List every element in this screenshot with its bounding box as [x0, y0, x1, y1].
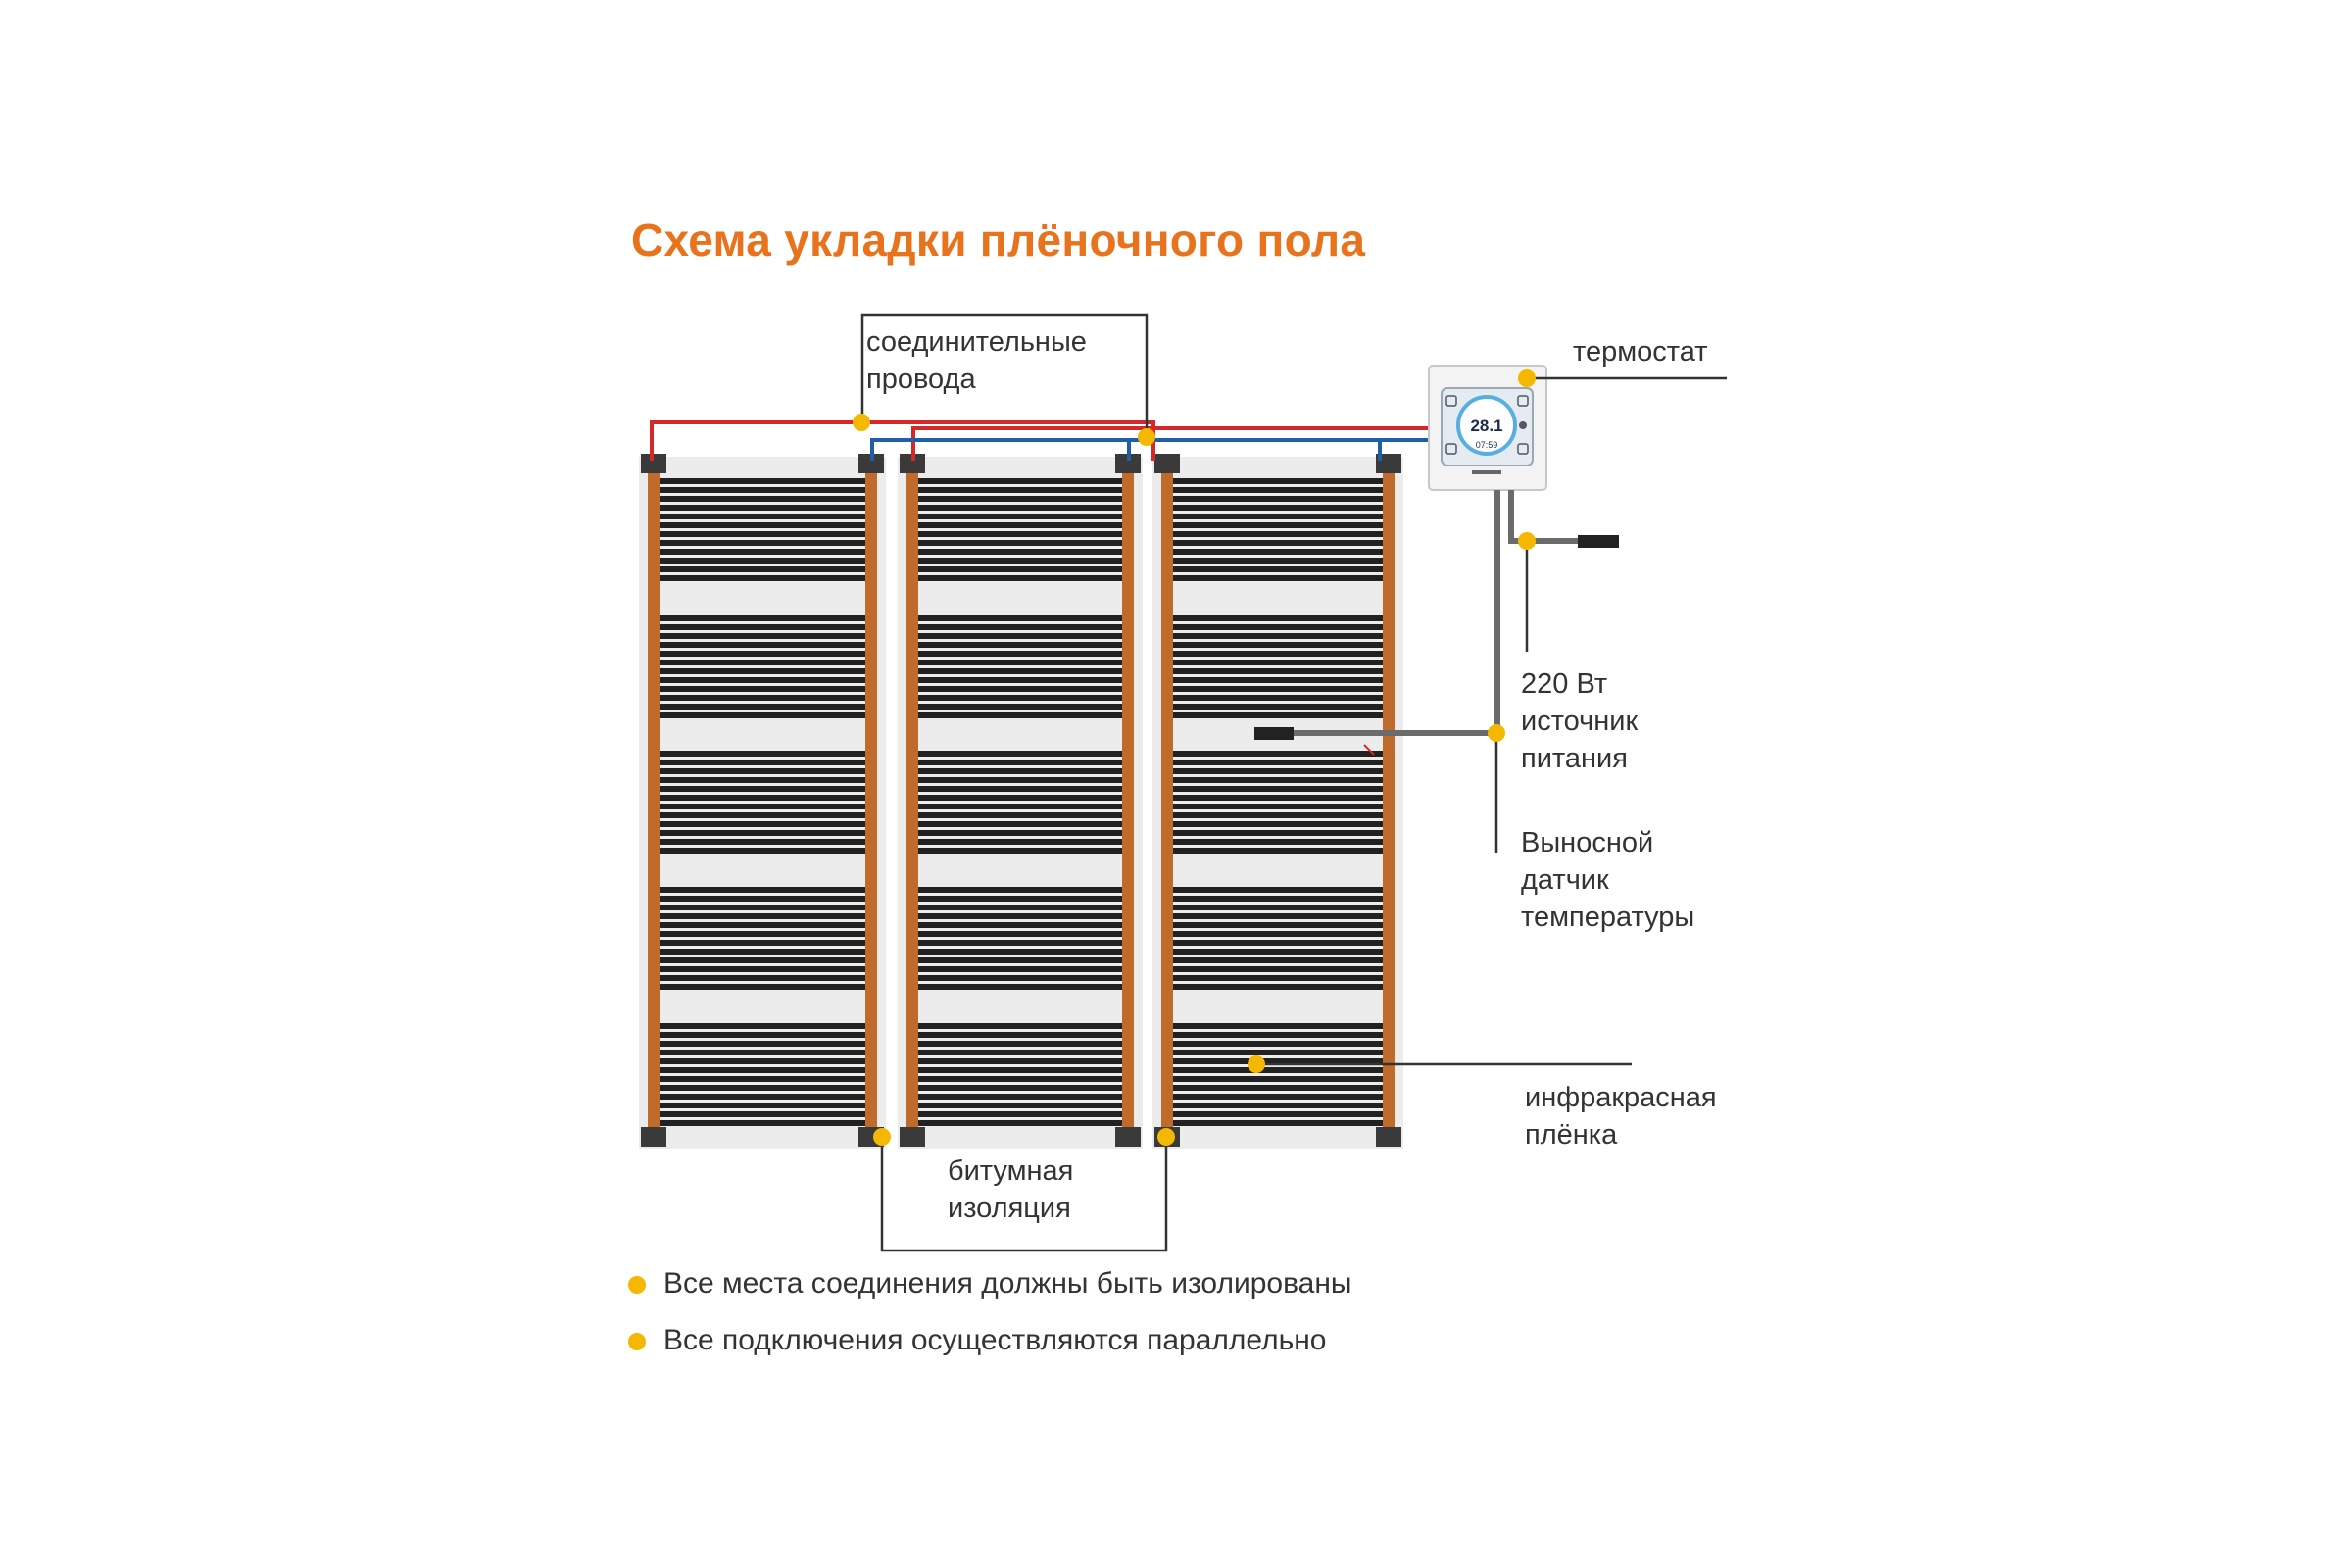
carbon-heating-band	[657, 1023, 868, 1126]
insulation-label: битумная изоляция	[948, 1155, 1074, 1224]
connection-marker	[853, 414, 870, 431]
contact-clamp	[1115, 454, 1141, 473]
wires-label: соединительные провода	[866, 326, 1087, 395]
copper-bus-strip	[1161, 466, 1173, 1139]
thermostat-button	[1446, 443, 1457, 455]
page-title: Схема укладки плёночного пола	[631, 215, 1366, 266]
sensor-label: Выносной датчик температуры	[1521, 827, 1695, 933]
contact-clamp	[858, 454, 884, 473]
carbon-heating-band	[657, 478, 868, 581]
contact-clamp	[1376, 454, 1401, 473]
thermostat-button	[1519, 421, 1527, 429]
carbon-heating-band	[1170, 615, 1386, 718]
note-bullet	[628, 1333, 646, 1350]
thermostat-device: 28.1 07:59	[1428, 365, 1547, 491]
thermostat-button	[1446, 395, 1457, 407]
carbon-heating-band	[1170, 1023, 1386, 1126]
thermostat-time: 07:59	[1476, 440, 1498, 450]
thermostat-logo	[1472, 470, 1501, 474]
connection-markers	[853, 369, 1536, 1146]
copper-bus-strip	[906, 466, 918, 1139]
contact-clamp	[1115, 1127, 1141, 1147]
copper-bus-strip	[865, 466, 877, 1139]
connection-marker	[1488, 724, 1505, 742]
carbon-heating-band	[1170, 887, 1386, 990]
carbon-heating-band	[915, 1023, 1125, 1126]
film-label: инфракрасная плёнка	[1525, 1082, 1717, 1151]
film-panel	[639, 454, 886, 1149]
connection-marker	[1518, 532, 1536, 550]
film-panel	[898, 454, 1143, 1149]
carbon-heating-band	[1170, 751, 1386, 854]
thermostat-temperature: 28.1	[1470, 416, 1502, 435]
copper-bus-strip	[1122, 466, 1134, 1139]
contact-clamp	[641, 454, 666, 473]
live-wire-link	[911, 410, 1435, 461]
carbon-heating-band	[657, 615, 868, 718]
sensor-cable	[1508, 490, 1597, 544]
note-parallel: Все подключения осуществляются параллель…	[663, 1324, 1327, 1356]
thermostat-dial	[1456, 395, 1517, 456]
connection-marker	[1157, 1128, 1175, 1146]
leader-lines	[860, 313, 1727, 1252]
power-label: 220 Вт источник питания	[1521, 668, 1639, 774]
wires-leader	[860, 313, 1149, 437]
connection-marker	[1518, 369, 1536, 387]
contact-clamp	[641, 1127, 666, 1147]
thermostat-button	[1517, 443, 1529, 455]
note-bullet	[628, 1276, 646, 1294]
carbon-heating-band	[657, 751, 868, 854]
neutral-wire	[870, 438, 1382, 461]
film-panels	[639, 454, 1403, 1149]
connection-marker	[873, 1128, 891, 1146]
thermostat-button	[1517, 395, 1529, 407]
copper-bus-strip	[1383, 466, 1395, 1139]
neutral-wire-link	[1127, 438, 1433, 461]
carbon-heating-band	[915, 615, 1125, 718]
connecting-wires	[650, 410, 1435, 461]
power-cable-tail	[1363, 744, 1375, 756]
contact-clamp	[900, 1127, 925, 1147]
film-panel	[1152, 454, 1403, 1149]
carbon-heating-band	[915, 887, 1125, 990]
thermostat-label: термостат	[1573, 336, 1708, 368]
note-isolation: Все места соединения должны быть изолиро…	[663, 1267, 1352, 1299]
power-plug	[1254, 727, 1294, 740]
carbon-heating-band	[1170, 478, 1386, 581]
contact-clamp	[1376, 1127, 1401, 1147]
contact-clamp	[900, 454, 925, 473]
sensor-probe	[1578, 535, 1619, 548]
carbon-heating-band	[657, 887, 868, 990]
copper-bus-strip	[648, 466, 660, 1139]
connection-marker	[1138, 428, 1155, 446]
contact-clamp	[1154, 454, 1180, 473]
carbon-heating-band	[915, 751, 1125, 854]
carbon-heating-band	[915, 478, 1125, 581]
insulation-leader	[880, 1137, 1168, 1252]
connection-marker	[1248, 1055, 1265, 1073]
